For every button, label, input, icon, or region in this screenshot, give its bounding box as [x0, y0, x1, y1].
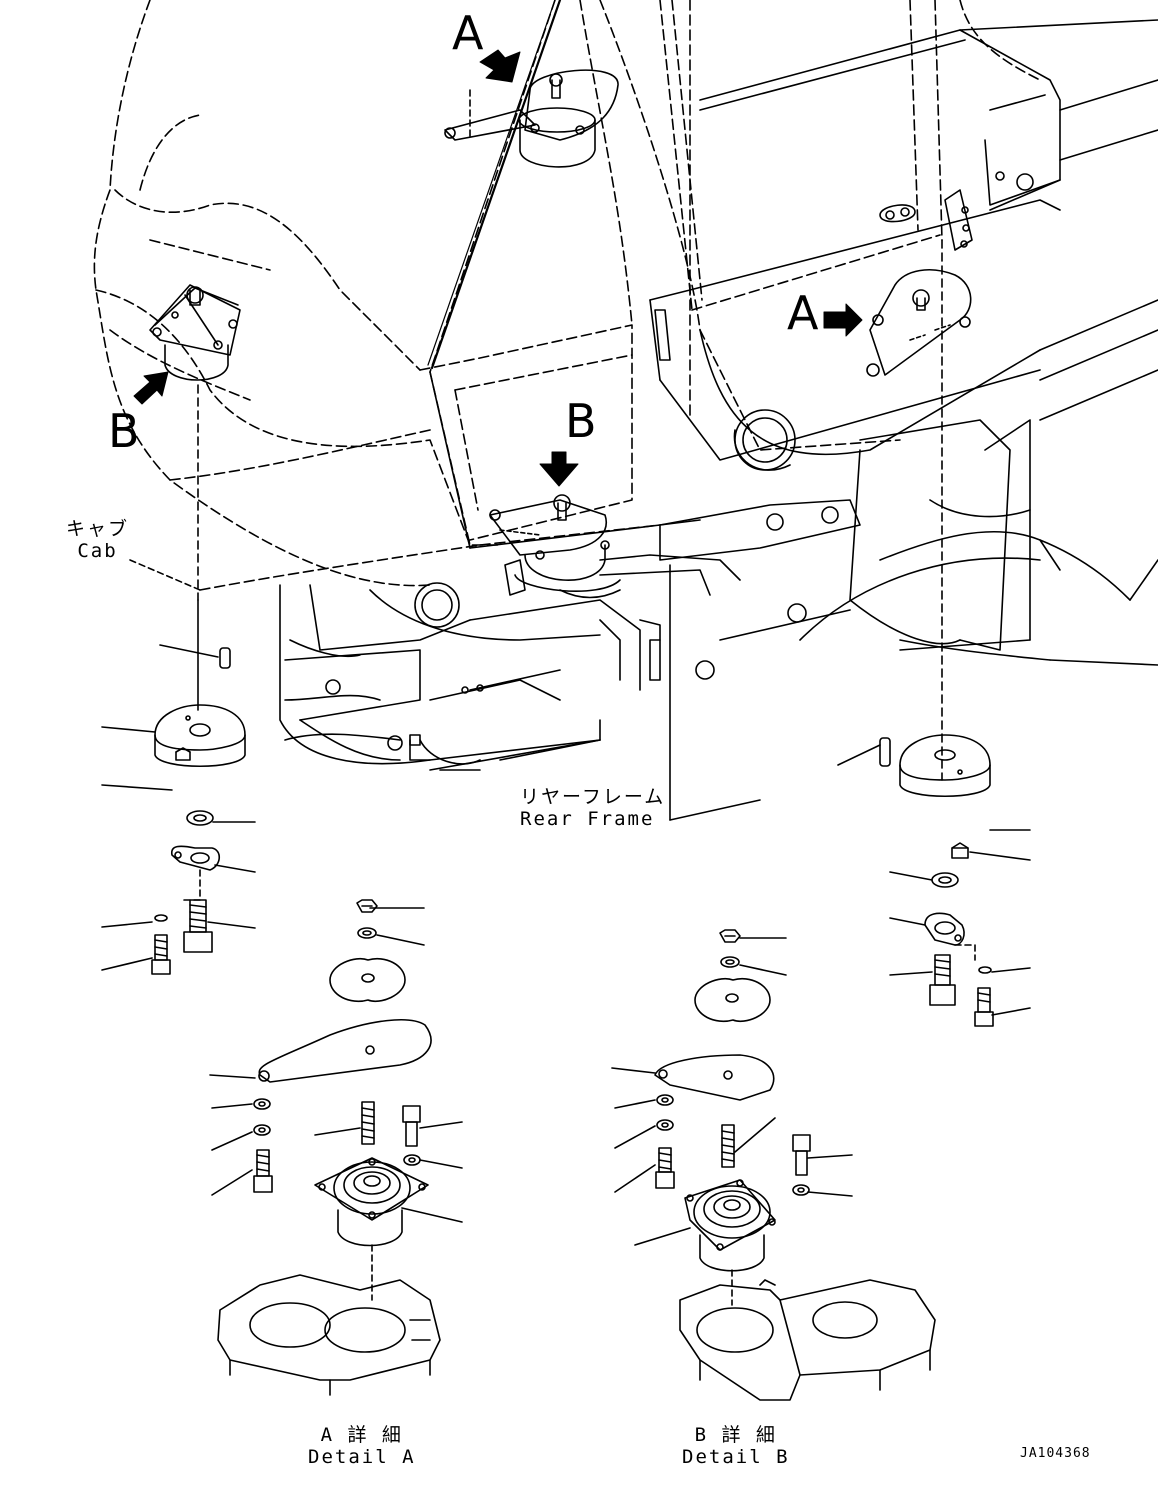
- drawing-code: JA104368: [1020, 1446, 1091, 1461]
- detail-a-caption-jp: A 詳 細: [320, 1424, 403, 1446]
- detail-b-caption-en: Detail B: [682, 1446, 790, 1468]
- detail-b-assembly: [611, 929, 936, 1401]
- cab-label-en: Cab: [77, 540, 118, 562]
- rear-frame-leader: [429, 564, 761, 821]
- view-label-a-top: A: [452, 6, 484, 60]
- detail-b-caption-jp: B 詳 細: [694, 1424, 777, 1446]
- cab-label-jp: キャブ: [66, 518, 130, 540]
- view-label-b-center: B: [565, 394, 597, 448]
- rear-frame-label-en: Rear Frame: [520, 808, 655, 830]
- rear-frame-label: リヤーフレーム Rear Frame: [520, 786, 665, 830]
- mount-a-top: [444, 69, 619, 168]
- cab-label: キャブ Cab: [66, 518, 129, 562]
- cab-body: [93, 0, 701, 587]
- view-label-b-left: B: [108, 404, 140, 458]
- rear-frame: [599, 19, 1158, 681]
- detail-a-caption-en: Detail A: [308, 1446, 416, 1468]
- mount-a-right: [866, 269, 972, 377]
- detail-b-caption: B 詳 細 Detail B: [682, 1424, 790, 1468]
- door-frame: [659, 0, 1041, 451]
- view-label-a-right: A: [787, 286, 819, 340]
- arrow-a-top: [479, 49, 521, 83]
- arrow-markers: [133, 49, 863, 487]
- arrow-b-left: [133, 371, 169, 405]
- mount-b-center: [489, 494, 621, 596]
- detail-a-caption: A 詳 細 Detail A: [308, 1424, 416, 1468]
- arrow-b-center: [539, 451, 579, 487]
- rear-frame-label-jp: リヤーフレーム: [520, 786, 666, 808]
- detail-a-assembly: [209, 899, 463, 1396]
- right-exploded-stack: [837, 239, 1031, 1027]
- cab-leader: [129, 544, 481, 591]
- cab-window-frame: [427, 0, 701, 549]
- arrow-a-right: [823, 303, 863, 337]
- mount-b-left: [149, 284, 241, 601]
- frame-under-cab: [279, 582, 641, 771]
- left-exploded-stack: [101, 599, 256, 975]
